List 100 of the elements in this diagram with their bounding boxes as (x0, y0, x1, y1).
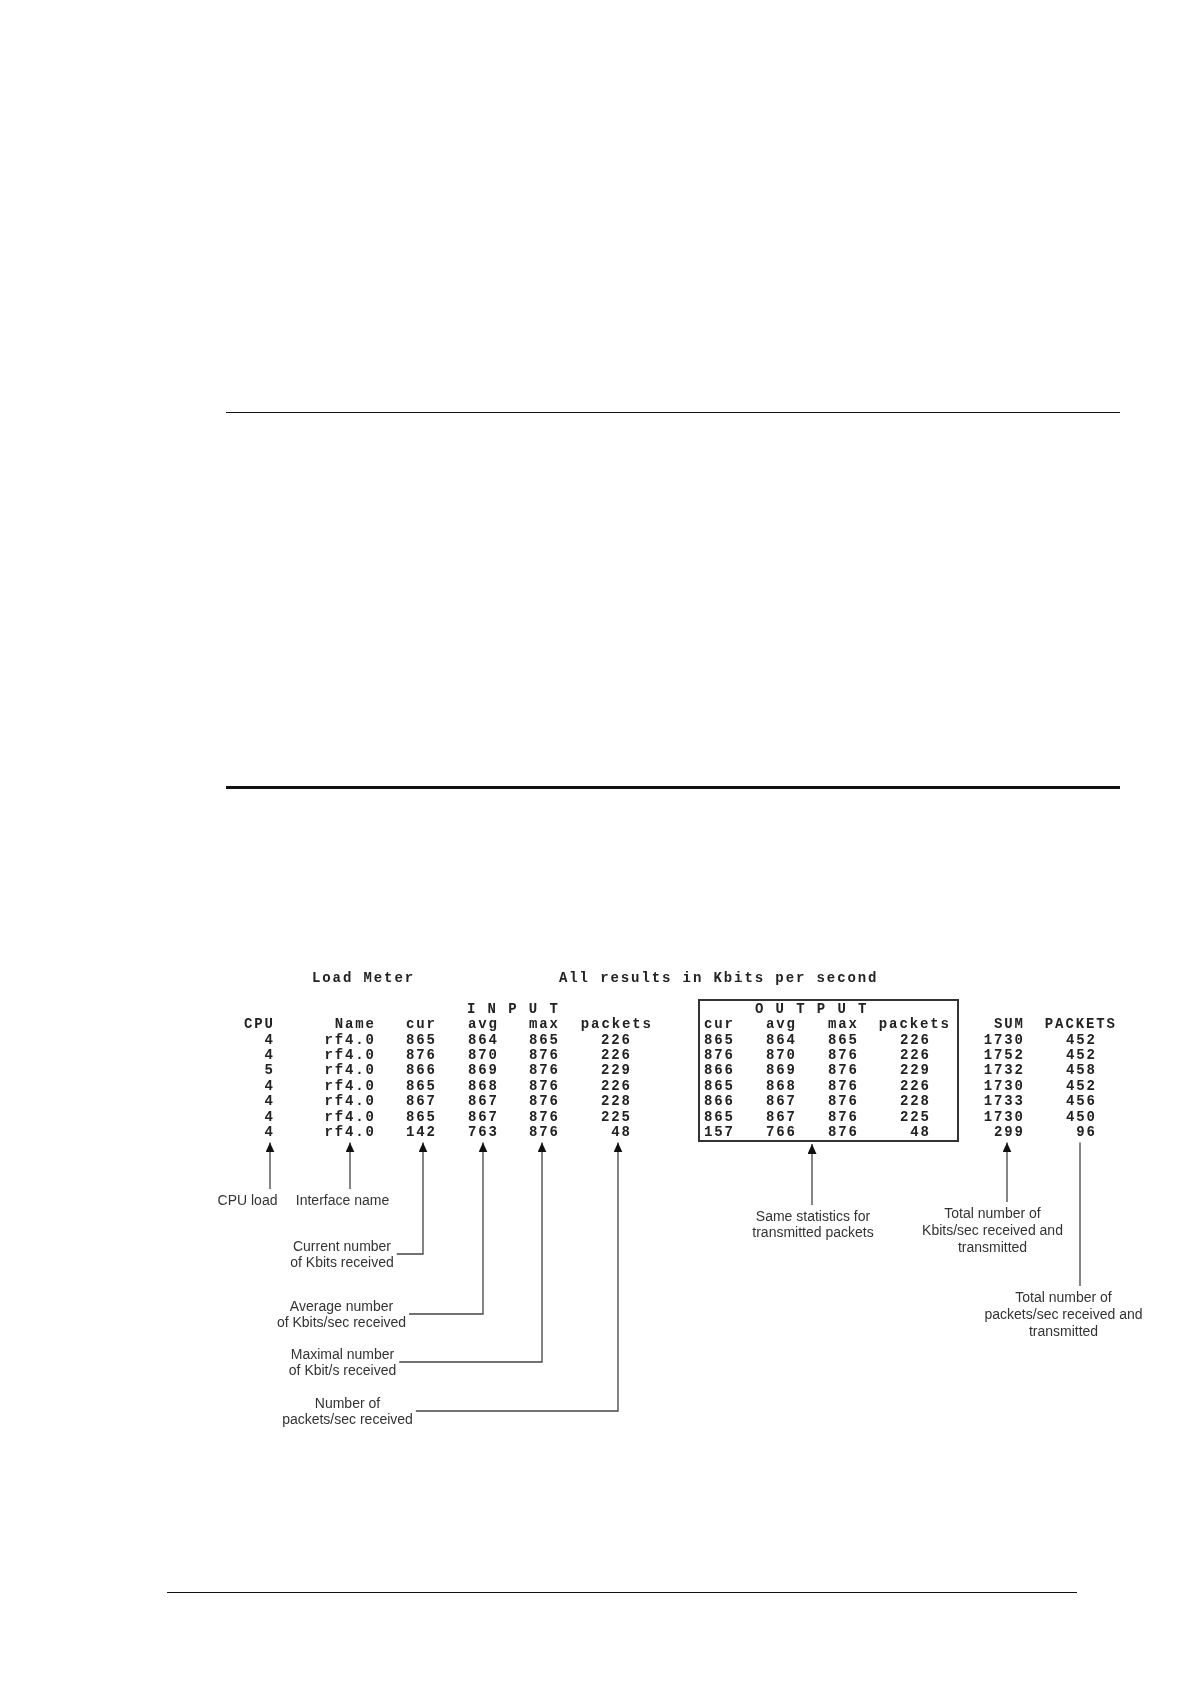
table-value: 763 (468, 1124, 499, 1141)
table-value: rf4.0 (324, 1031, 376, 1048)
table-value: 458 (1066, 1062, 1097, 1079)
table-value: 876 (529, 1062, 560, 1079)
table-value: 142 (406, 1124, 437, 1141)
column-header: CPU (244, 1016, 275, 1033)
table-value: 48 (910, 1124, 931, 1141)
table-value: rf4.0 (324, 1093, 376, 1110)
table-value: 226 (601, 1077, 632, 1094)
table-value: 865 (406, 1108, 437, 1125)
table-value: 226 (900, 1047, 931, 1064)
table-value: 226 (900, 1077, 931, 1094)
callout-text: Same statistics for transmitted packets (752, 1208, 874, 1240)
callout-text: Current number of Kbits received (290, 1238, 394, 1270)
table-value: 4 (264, 1031, 275, 1048)
table-value: 876 (704, 1047, 735, 1064)
leader-line (398, 1141, 547, 1363)
leader-line (807, 1143, 817, 1206)
table-value: 225 (601, 1108, 632, 1125)
callout-text: Maximal number of Kbit/s received (288, 1346, 397, 1378)
column-header: cur (704, 1016, 735, 1033)
table-value: 225 (900, 1108, 931, 1125)
table-value: 865 (704, 1031, 735, 1048)
table-value: 865 (704, 1108, 735, 1125)
table-value: 867 (468, 1108, 499, 1125)
table-value: 870 (766, 1047, 797, 1064)
table-value: 866 (704, 1062, 735, 1079)
table-value: 865 (406, 1031, 437, 1048)
table-value: 876 (828, 1093, 859, 1110)
table-value: 456 (1066, 1093, 1097, 1110)
table-value: 299 (994, 1124, 1025, 1141)
table-value: 1732 (983, 1062, 1025, 1079)
table-value: 866 (704, 1093, 735, 1110)
leader-line (265, 1141, 275, 1190)
screen-title: Load Meter (312, 971, 415, 987)
table-value: 867 (406, 1093, 437, 1110)
table-value: 450 (1066, 1108, 1097, 1125)
table-value: 4 (264, 1108, 275, 1125)
section-heading: O U T P U T (755, 1002, 869, 1018)
leader-line (415, 1141, 623, 1412)
table-value: rf4.0 (324, 1062, 376, 1079)
table-value: 4 (264, 1047, 275, 1064)
callout-text: Average number of Kbits/sec received (276, 1298, 407, 1330)
column-header: packets (580, 1016, 653, 1033)
table-value: 865 (406, 1077, 437, 1094)
table-value: 4 (264, 1077, 275, 1094)
column-header: Name (334, 1016, 376, 1033)
callout-text: Total number of packets/sec received and transmitted (984, 1289, 1143, 1340)
table-value: 867 (766, 1093, 797, 1110)
table-value: 865 (828, 1031, 859, 1048)
units-note: All results in Kbits per second (559, 971, 879, 987)
table-value: rf4.0 (324, 1077, 376, 1094)
column-header: SUM (994, 1016, 1025, 1033)
table-value: 1730 (983, 1031, 1025, 1048)
leader-line (396, 1141, 428, 1255)
table-value: 876 (828, 1047, 859, 1064)
callout-text: Interface name (295, 1192, 390, 1208)
table-value: rf4.0 (324, 1108, 376, 1125)
column-header: cur (406, 1016, 437, 1033)
table-value: 869 (468, 1062, 499, 1079)
table-value: 96 (1076, 1124, 1097, 1141)
table-value: 228 (601, 1093, 632, 1110)
table-value: 867 (766, 1108, 797, 1125)
table-value: 226 (601, 1031, 632, 1048)
column-header: avg (468, 1016, 499, 1033)
table-value: 868 (766, 1077, 797, 1094)
table-value: 157 (704, 1124, 735, 1141)
table-value: 865 (529, 1031, 560, 1048)
table-value: 229 (601, 1062, 632, 1079)
section-frame (698, 999, 959, 1142)
table-value: 876 (529, 1047, 560, 1064)
table-value: 876 (529, 1093, 560, 1110)
table-value: 1730 (983, 1077, 1025, 1094)
table-value: 226 (601, 1047, 632, 1064)
section-heading: I N P U T (467, 1002, 560, 1018)
table-value: 870 (468, 1047, 499, 1064)
table-value: 865 (704, 1077, 735, 1094)
column-header: packets (878, 1016, 951, 1033)
table-value: 4 (264, 1124, 275, 1141)
table-value: 866 (406, 1062, 437, 1079)
table-value: 452 (1066, 1047, 1097, 1064)
table-value: 876 (828, 1108, 859, 1125)
table-value: 48 (611, 1124, 632, 1141)
table-value: 876 (529, 1108, 560, 1125)
table-value: rf4.0 (324, 1124, 376, 1141)
table-value: 876 (828, 1062, 859, 1079)
column-header: avg (766, 1016, 797, 1033)
column-header: PACKETS (1044, 1016, 1117, 1033)
table-value: 1730 (983, 1108, 1025, 1125)
table-value: 876 (406, 1047, 437, 1064)
column-header: max (828, 1016, 859, 1033)
table-value: 1752 (983, 1047, 1025, 1064)
table-value: 4 (264, 1093, 275, 1110)
callout-text: Total number of Kbits/sec received and transmitted (922, 1205, 1063, 1256)
table-value: 868 (468, 1077, 499, 1094)
table-value: 867 (468, 1093, 499, 1110)
table-value: 452 (1066, 1077, 1097, 1094)
leader-line (408, 1141, 488, 1315)
table-value: 766 (766, 1124, 797, 1141)
table-value: 864 (766, 1031, 797, 1048)
